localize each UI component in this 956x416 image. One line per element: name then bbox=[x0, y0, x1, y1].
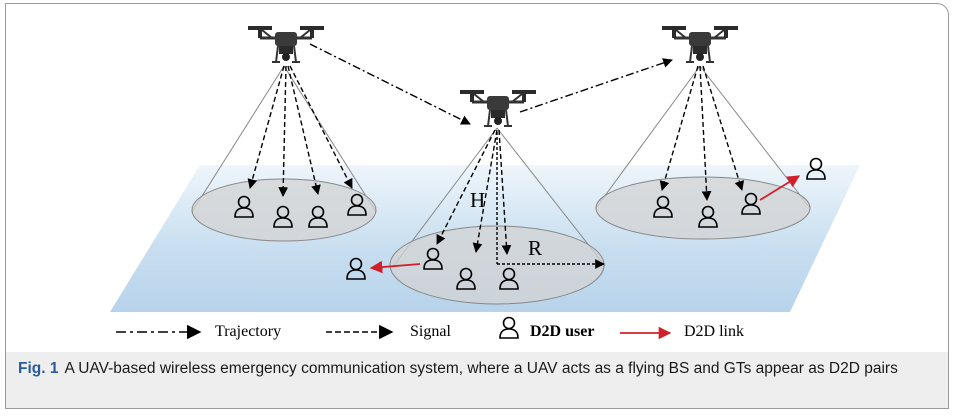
legend-d2d-user-label: D2D user bbox=[530, 323, 595, 340]
radius-label: R bbox=[528, 236, 543, 260]
signals-center bbox=[436, 129, 512, 255]
legend-d2d-link-label: D2D link bbox=[684, 323, 744, 340]
d2d-link-center bbox=[369, 260, 421, 274]
drone-icon bbox=[246, 24, 326, 64]
legend-trajectory-label: Trajectory bbox=[215, 323, 282, 340]
figure-label: Fig. 1 bbox=[18, 360, 59, 377]
legend-user-icon bbox=[499, 316, 519, 339]
signals-right bbox=[659, 65, 745, 201]
figure-caption: Fig. 1 A UAV-based wireless emergency com… bbox=[18, 358, 938, 380]
coverage-disk-right bbox=[595, 176, 811, 240]
uav-trajectory bbox=[309, 43, 673, 125]
d2d-link-right bbox=[759, 175, 801, 201]
legend-signal-label: Signal bbox=[410, 323, 451, 340]
caption-band bbox=[6, 352, 948, 408]
signals-left bbox=[247, 65, 353, 197]
drone-icon bbox=[660, 24, 740, 64]
figure-caption-text: A UAV-based wireless emergency communica… bbox=[64, 360, 898, 377]
coverage-cone-left bbox=[191, 65, 377, 213]
drone-icon bbox=[458, 88, 538, 128]
height-label: H bbox=[470, 188, 486, 212]
